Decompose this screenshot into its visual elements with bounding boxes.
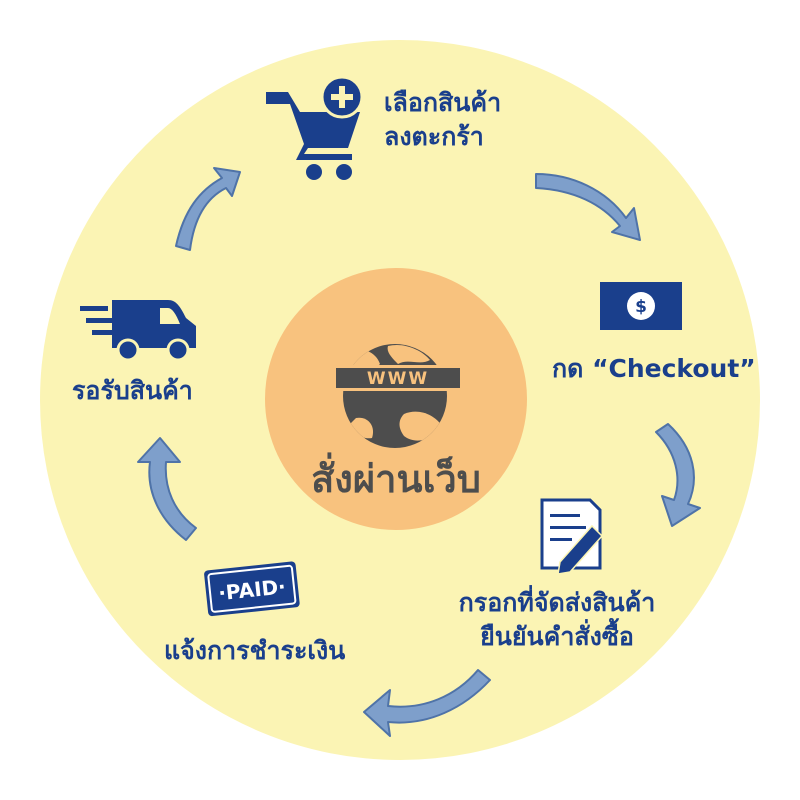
paid-stamp-icon: ·PAID·: [204, 561, 300, 617]
delivery-van-icon: [80, 300, 196, 362]
step-label-add-to-cart: เลือกสินค้า ลงตะกร้า: [384, 86, 501, 154]
dollar-bill-icon: $: [600, 282, 682, 330]
step-label-line: ยืนยันคำสั่งซื้อ: [480, 622, 634, 651]
cart-plus-icon: [266, 75, 364, 180]
step-label-line: รอรับสินค้า: [72, 376, 193, 405]
cycle-arrow-bottom: [363, 669, 491, 737]
step-label-fill-address: กรอกที่จัดส่งสินค้า ยืนยันคำสั่งซื้อ: [424, 586, 690, 654]
step-label-receive-goods: รอรับสินค้า: [72, 374, 193, 408]
step-label-line: กด “Checkout”: [552, 354, 756, 383]
step-label-checkout: กด “Checkout”: [552, 352, 756, 386]
cycle-arrow-left: [137, 437, 197, 541]
cycle-arrow-top-right: [535, 173, 641, 241]
center-label: สั่งผ่านเว็บ: [311, 457, 481, 501]
step-label-line: แจ้งการชำระเงิน: [164, 636, 346, 665]
step-label-line: ลงตะกร้า: [384, 122, 484, 151]
cycle-arrow-right: [655, 423, 701, 527]
step-label-line: กรอกที่จัดส่งสินค้า: [458, 588, 656, 617]
cycle-arrow-top-left: [175, 167, 241, 251]
step-label-line: เลือกสินค้า: [384, 88, 502, 117]
www-banner-text: WWW: [367, 369, 429, 389]
document-edit-icon: [540, 498, 604, 575]
step-label-notify-payment: แจ้งการชำระเงิน: [164, 634, 345, 668]
svg-text:$: $: [635, 297, 647, 317]
